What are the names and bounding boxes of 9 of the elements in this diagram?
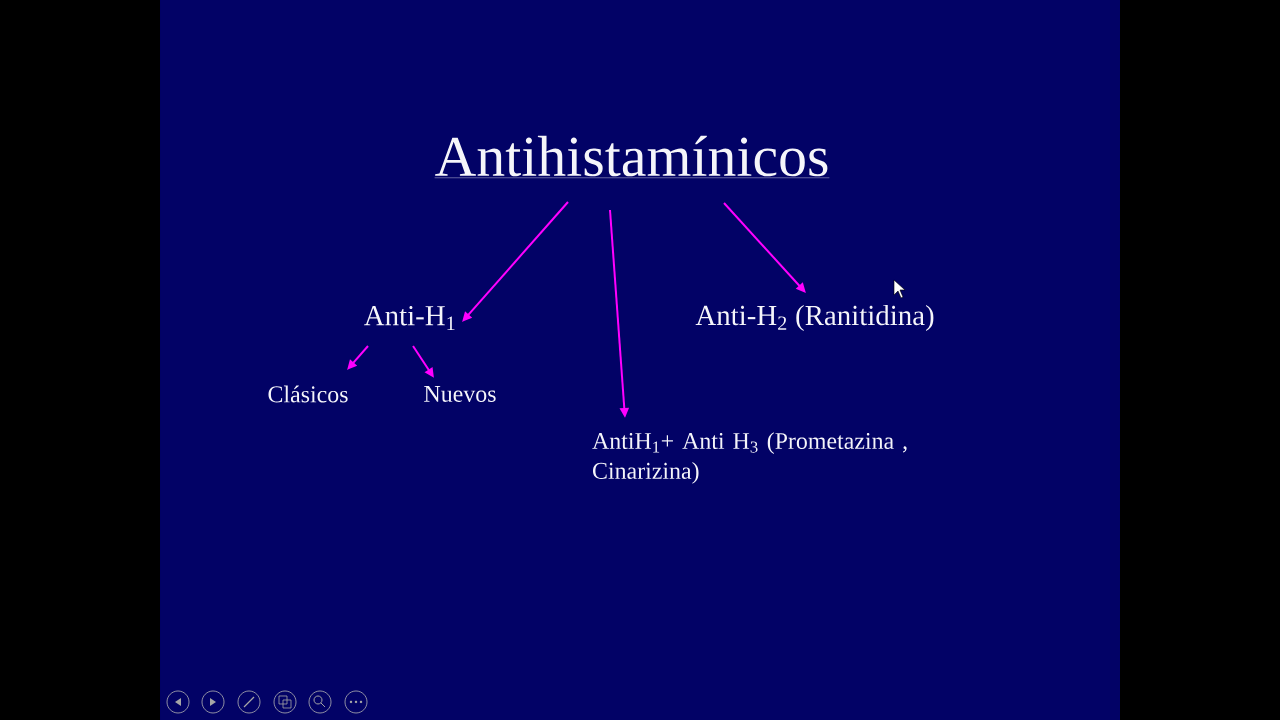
arrow <box>723 202 806 293</box>
node-text: Clásicos <box>268 385 348 403</box>
arrow <box>462 201 569 322</box>
arrow <box>347 345 369 370</box>
node-text: Nuevos <box>424 386 496 402</box>
node-text: Anti-H$_{2}$ (Ranitidina) <box>695 304 934 332</box>
node-text: AntiH$_{1}$+ Anti H$_{3}$ (Prometazina , Cinarizina) <box>592 432 907 484</box>
node-text: Anti-H$_{1}$ <box>364 306 455 330</box>
title-heading: Antihistamínicos <box>434 135 830 178</box>
